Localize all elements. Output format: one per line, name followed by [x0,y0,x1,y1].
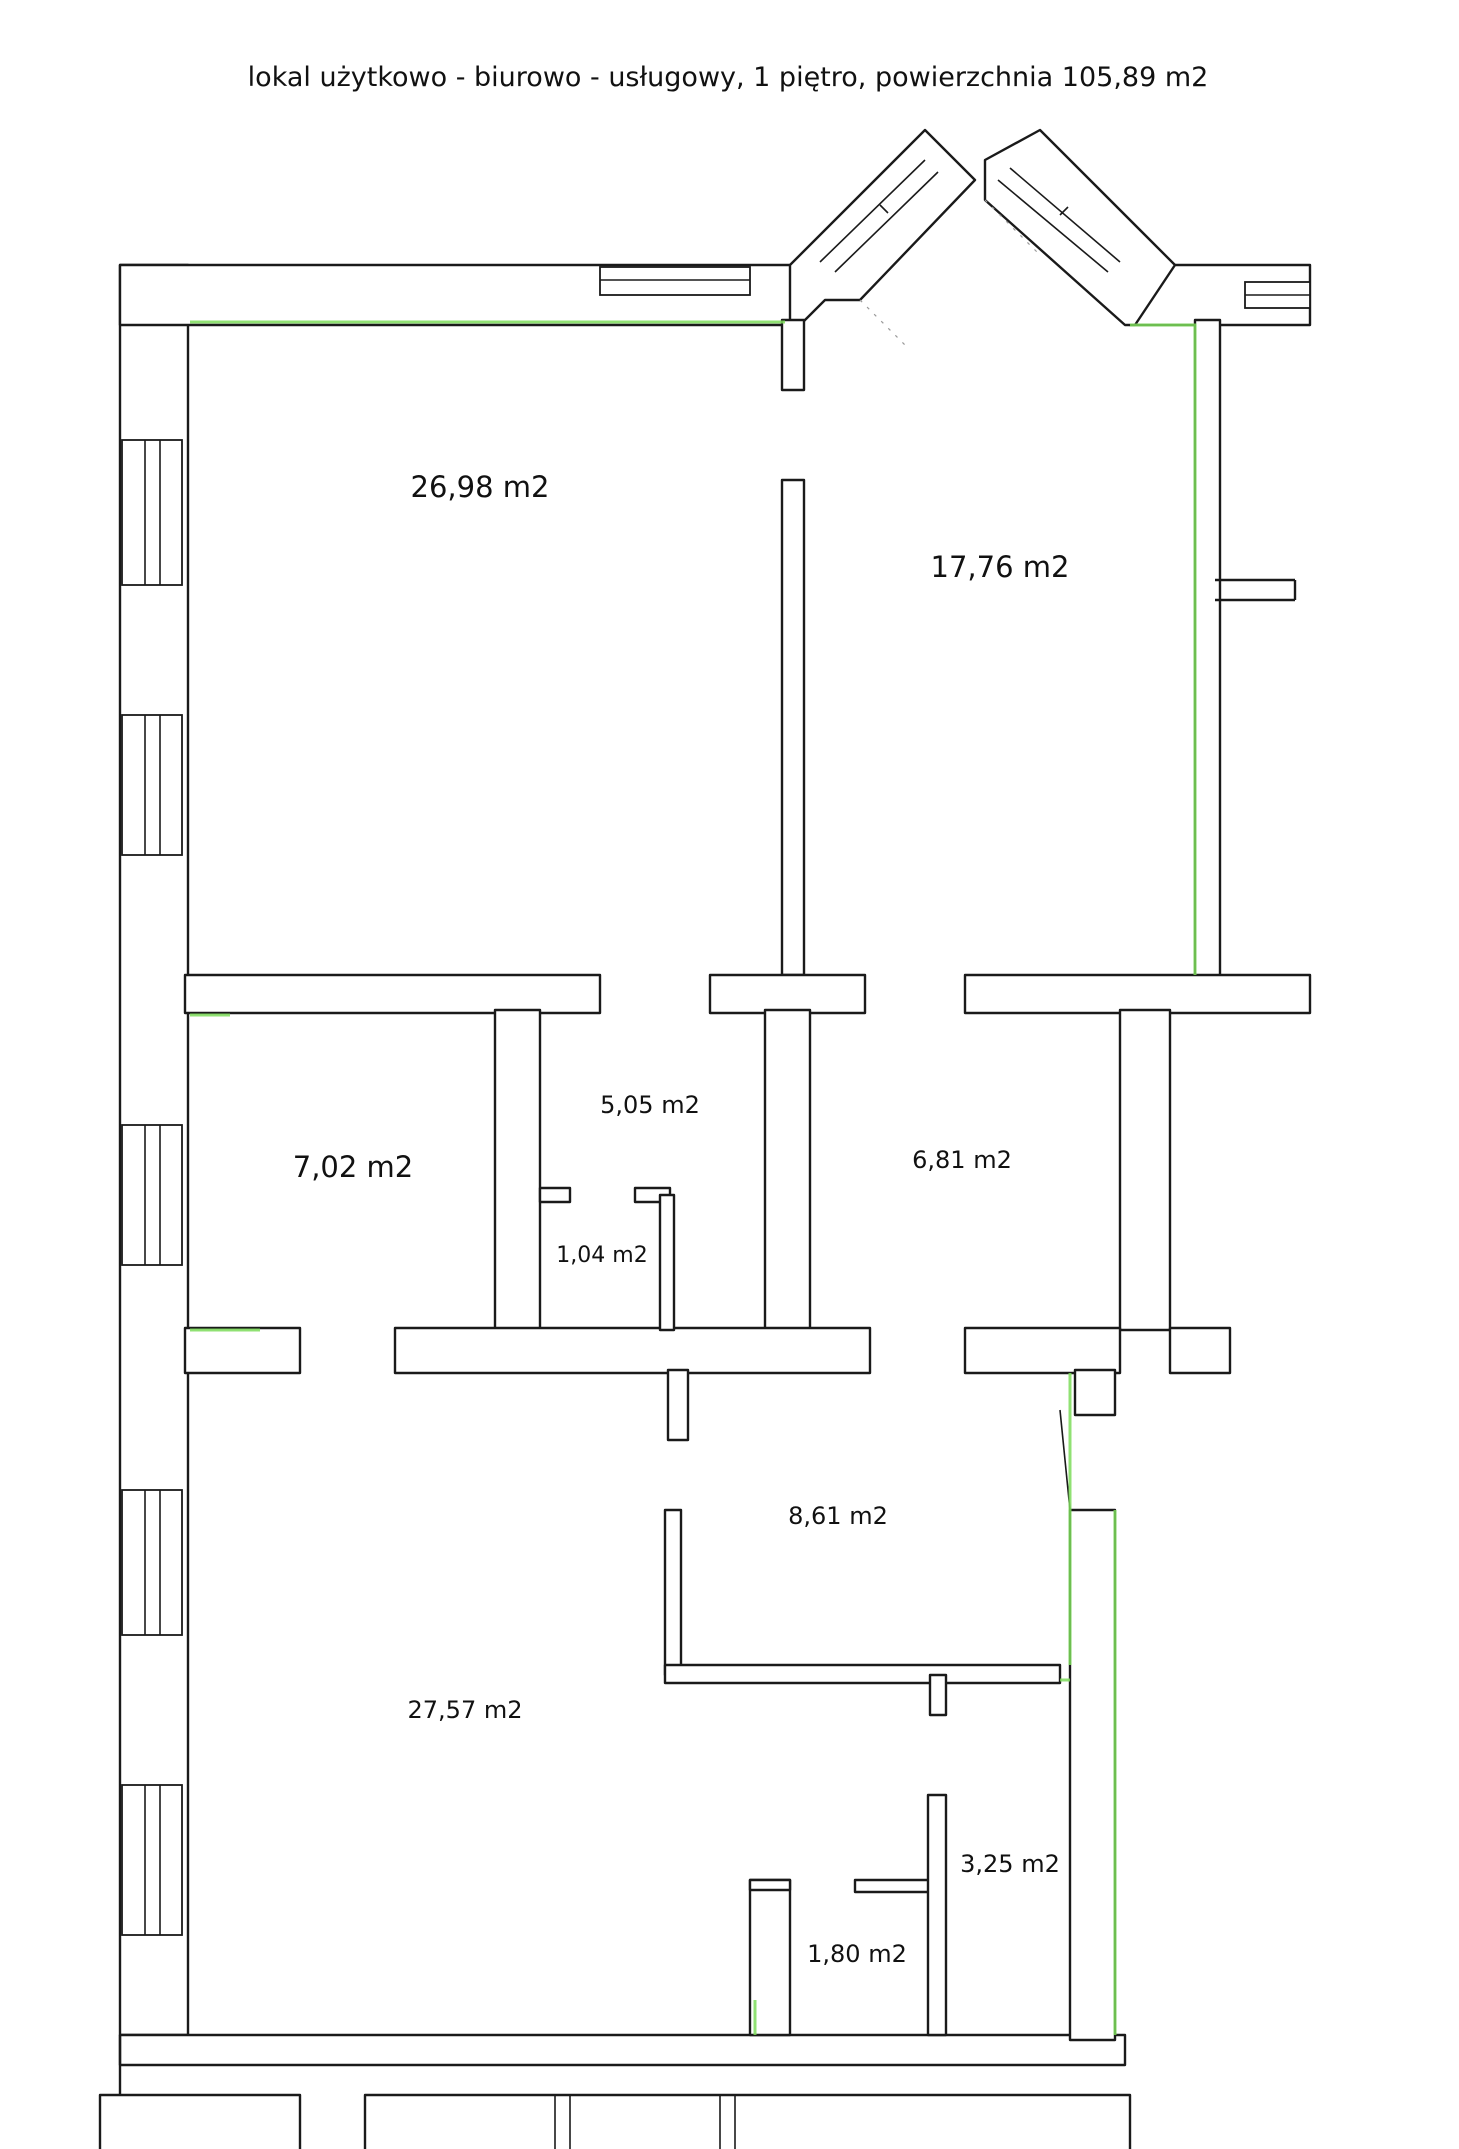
wall-g-bottom [663,1663,1062,1685]
area-label-room-b: 17,76 m2 [931,550,1070,584]
wall-row2-right [963,1326,1122,1375]
wall-stub-row2 [1073,1368,1117,1417]
area-label-room-h: 27,57 m2 [408,1696,523,1724]
wall-bath-left [748,1878,792,2037]
wall-stub-top [780,318,806,392]
wall-d-f [763,1008,812,1332]
plan-title: lokal użytkowo - biurowo - usługowy, 1 p… [248,62,1209,93]
lower-block-right [363,2093,1132,2149]
lower-block-left [98,2093,302,2149]
area-label-room-c: 7,02 m2 [293,1150,414,1184]
wall-bath-right [926,1793,948,2037]
area-label-room-i: 3,25 m2 [960,1850,1060,1878]
wall-row2-far [1168,1326,1232,1375]
window-3 [121,1124,183,1266]
wall-a-b [780,478,806,977]
window-top [599,266,751,296]
wall-row1-mid [708,973,867,1015]
wall-right-lower [1068,1508,1117,2042]
window-4 [121,1489,183,1636]
wall-row1-left [183,973,602,1015]
wall-g-stub [928,1673,948,1717]
highlight-traces [190,320,1197,2035]
wall-bath-top-left [748,1878,792,1892]
interior-walls [183,318,1312,2042]
lower-strip [98,2093,1132,2149]
bay-window [788,128,1177,346]
bay-wall-left [788,128,977,327]
area-label-room-a: 26,98 m2 [411,470,550,504]
bottom-outer-wall [118,2033,1127,2067]
left-windows [121,266,1311,1936]
wall-row2-mid [393,1326,872,1375]
window-5 [121,1784,183,1936]
wall-bath-top-right [853,1878,937,1894]
door-stub [666,1368,690,1442]
area-label-room-e: 1,04 m2 [556,1243,647,1268]
wall-g-left [663,1508,683,1677]
area-label-room-f: 6,81 m2 [912,1146,1012,1174]
room-labels: 26,98 m2 17,76 m2 7,02 m2 5,05 m2 1,04 m… [293,470,1070,1968]
wc-partition-vertical [658,1193,676,1332]
wall-row1-right [963,973,1312,1015]
window-2 [121,714,183,856]
area-label-room-g: 8,61 m2 [788,1502,888,1530]
wall-row2-left [183,1326,302,1375]
wall-f-right [1118,1008,1172,1332]
wall-c-d [493,1008,542,1332]
wc-partition-left [538,1186,572,1204]
area-label-room-d: 5,05 m2 [600,1091,700,1119]
window-1 [121,439,183,586]
right-wall-room-b [1193,318,1222,982]
area-label-room-j: 1,80 m2 [807,1940,907,1968]
